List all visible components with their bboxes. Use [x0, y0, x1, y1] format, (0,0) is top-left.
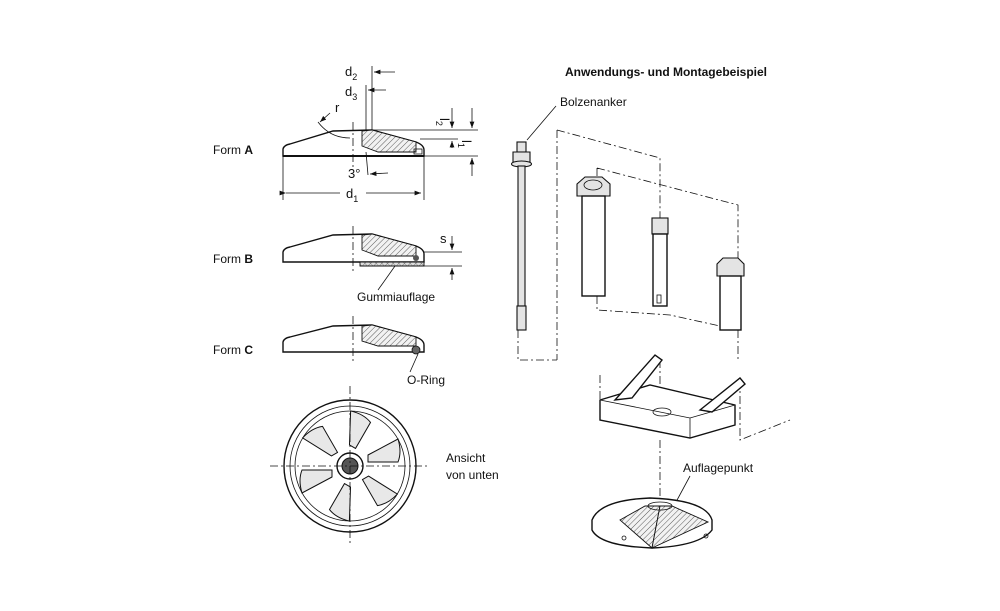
bolzenanker-label: Bolzenanker	[560, 95, 627, 109]
dim-d1: d1	[346, 186, 358, 204]
hex-bolt-1	[576, 176, 611, 297]
gummiauflage-label: Gummiauflage	[357, 290, 435, 304]
hex-bolt-2	[651, 217, 669, 307]
foot-section-drawing	[591, 497, 713, 549]
hex-bolt-3	[716, 257, 745, 331]
form-c-drawing	[282, 316, 425, 373]
bottom-view-drawing	[270, 386, 430, 546]
dim-angle: 3°	[348, 166, 360, 181]
form-a-drawing	[279, 66, 478, 200]
dim-l2: l2	[434, 118, 452, 126]
form-b-label: Form B	[213, 252, 253, 266]
o-ring-label: O-Ring	[407, 373, 445, 387]
form-b-drawing	[282, 226, 462, 291]
bracket-drawing	[599, 354, 746, 439]
assembly-outlines	[517, 129, 791, 500]
dim-s: s	[440, 231, 447, 246]
dim-d3: d3	[345, 84, 357, 102]
assembly-title: Anwendungs- und Montagebeispiel	[565, 65, 767, 79]
dim-r: r	[335, 100, 340, 115]
form-a-label: Form A	[213, 143, 253, 157]
auflagepunkt-label: Auflagepunkt	[683, 461, 754, 475]
dim-d2: d2	[345, 64, 357, 82]
bolt-anchor-drawing	[510, 141, 533, 331]
ansicht-label-line1: Ansicht	[446, 451, 486, 465]
dim-l1: l1	[456, 140, 474, 148]
ansicht-label-line2: von unten	[446, 468, 499, 482]
form-c-label: Form C	[213, 343, 253, 357]
